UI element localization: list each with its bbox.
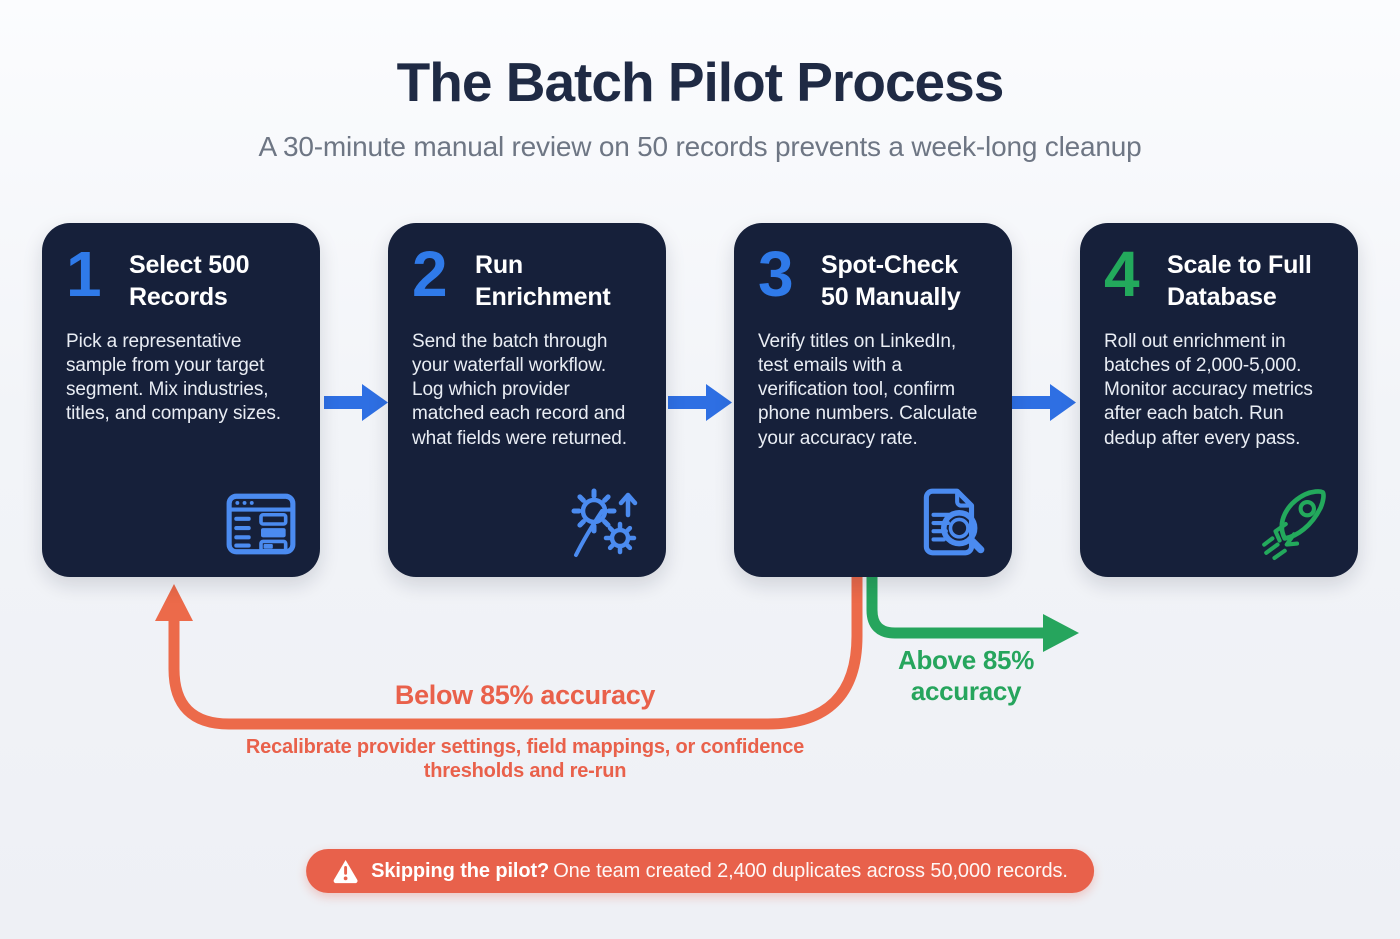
success-branch-arrow-icon — [866, 577, 1079, 652]
retry-branch-label: Below 85% accuracy — [394, 680, 656, 710]
step-card-3: 3 Spot-Check 50 Manually Verify titles o… — [734, 223, 1012, 577]
step-1-number: 1 — [66, 238, 102, 310]
step-4-header: 4 Scale to Full Database — [1104, 238, 1334, 313]
step-card-1: 1 Select 500 Records Pick a representati… — [42, 223, 320, 577]
step-1-title: Select 500 Records — [129, 251, 250, 311]
step-1-description: Pick a representative sample from your t… — [66, 331, 281, 425]
step-2-title: Run Enrichment — [475, 251, 611, 311]
document-search-icon — [923, 488, 985, 556]
warning-banner-text: Skipping the pilot?One team created 2,40… — [371, 860, 1068, 883]
step-2-number: 2 — [412, 238, 448, 310]
step-arrow-2-icon — [668, 384, 732, 421]
warning-banner-bold: Skipping the pilot? — [371, 859, 550, 882]
warning-banner-body: One team created 2,400 duplicates across… — [553, 859, 1068, 882]
step-card-2: 2 Run Enrichment Send the batch through … — [388, 223, 666, 577]
warning-banner: Skipping the pilot?One team created 2,40… — [306, 849, 1094, 893]
step-3-title: Spot-Check 50 Manually — [821, 251, 961, 311]
step-4-title: Scale to Full Database — [1167, 251, 1312, 311]
step-card-4: 4 Scale to Full Database Roll out enrich… — [1080, 223, 1358, 577]
step-2-description: Send the batch through your waterfall wo… — [412, 331, 627, 449]
step-4-description: Roll out enrichment in batches of 2,000-… — [1104, 331, 1313, 449]
gears-arrow-icon — [571, 488, 638, 557]
records-table-icon — [226, 493, 296, 555]
retry-branch-note: Recalibrate provider settings, field map… — [245, 736, 805, 783]
page-title: The Batch Pilot Process — [396, 51, 1005, 113]
step-arrow-1-icon — [324, 384, 388, 421]
step-arrow-3-icon — [1012, 384, 1076, 421]
step-3-header: 3 Spot-Check 50 Manually — [758, 238, 988, 313]
step-3-description: Verify titles on LinkedIn, test emails w… — [758, 331, 978, 449]
step-3-number: 3 — [758, 238, 794, 310]
step-2-header: 2 Run Enrichment — [412, 238, 642, 313]
rocket-icon — [1262, 489, 1326, 560]
step-4-number: 4 — [1104, 238, 1140, 310]
warning-triangle-icon — [333, 859, 358, 883]
page-subtitle: A 30-minute manual review on 50 records … — [258, 131, 1142, 162]
step-1-header: 1 Select 500 Records — [66, 238, 296, 313]
success-branch-label: Above 85% accuracy — [897, 645, 1035, 706]
